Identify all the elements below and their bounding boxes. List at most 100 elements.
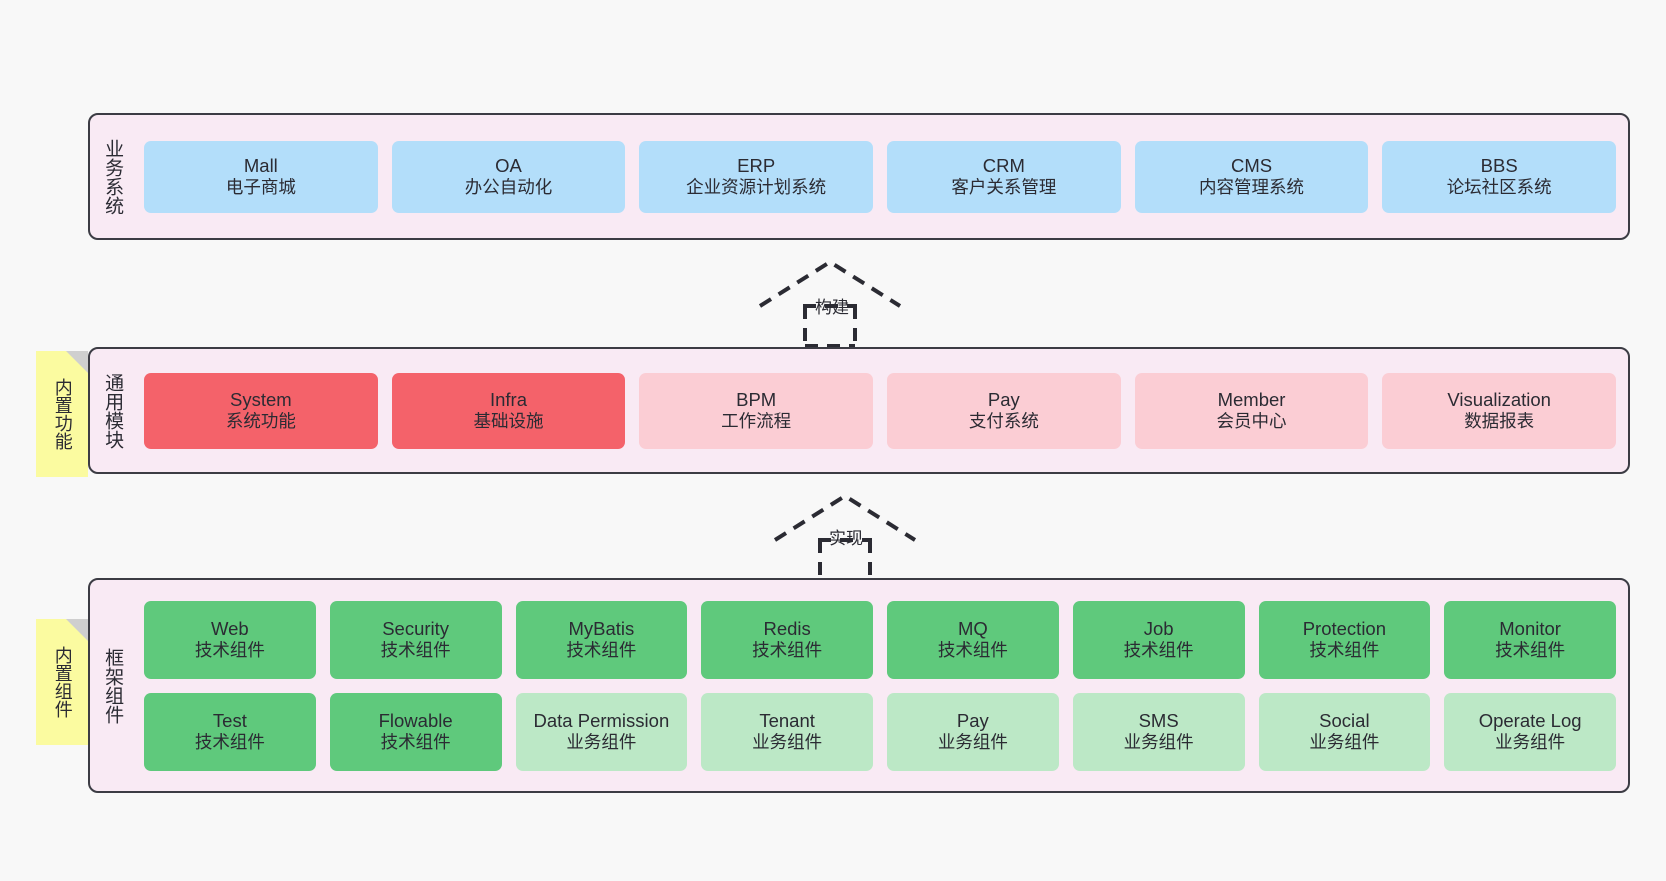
card-security-cn: 技术组件 xyxy=(380,640,451,661)
card-mybatis-en: MyBatis xyxy=(568,617,635,639)
card-mq-cn: 技术组件 xyxy=(937,640,1008,661)
card-mybatis-cn: 技术组件 xyxy=(566,640,637,661)
layer-body-common: System 系统功能 Infra 基础设施 BPM 工作流程 Pay 支付系统… xyxy=(134,349,1628,472)
card-sms-en: SMS xyxy=(1138,709,1179,731)
layer-title-common: 通用模块 xyxy=(102,372,124,449)
card-redis[interactable]: Redis 技术组件 xyxy=(701,600,873,679)
card-oa-en: OA xyxy=(495,154,522,176)
business-card-row: Mall 电子商城 OA 办公自动化 ERP 企业资源计划系统 CRM 客户关系… xyxy=(144,140,1617,213)
card-pay-module[interactable]: Pay 支付系统 xyxy=(887,372,1121,449)
card-bpm[interactable]: BPM 工作流程 xyxy=(639,372,874,449)
card-erp-en: ERP xyxy=(737,154,776,176)
card-data-permission-cn: 业务组件 xyxy=(566,732,637,753)
card-data-permission[interactable]: Data Permission 业务组件 xyxy=(515,692,688,771)
card-data-permission-en: Data Permission xyxy=(533,709,670,731)
card-visualization-en: Visualization xyxy=(1447,388,1551,410)
card-operate-log-cn: 业务组件 xyxy=(1495,732,1566,753)
card-visualization[interactable]: Visualization 数据报表 xyxy=(1382,372,1617,449)
card-web-en: Web xyxy=(211,617,249,639)
layer-title-business: 业务系统 xyxy=(102,138,124,215)
card-member-cn: 会员中心 xyxy=(1216,411,1287,432)
card-social-en: Social xyxy=(1319,709,1370,731)
card-visualization-cn: 数据报表 xyxy=(1464,411,1535,432)
card-infra-cn: 基础设施 xyxy=(473,411,544,432)
card-web-cn: 技术组件 xyxy=(194,640,265,661)
card-oa-cn: 办公自动化 xyxy=(464,177,553,198)
card-tenant-cn: 业务组件 xyxy=(752,732,823,753)
card-pay-component[interactable]: Pay 业务组件 xyxy=(887,692,1059,771)
card-job-cn: 技术组件 xyxy=(1123,640,1194,661)
card-cms[interactable]: CMS 内容管理系统 xyxy=(1134,140,1369,213)
layer-business-systems: 业务系统 Mall 电子商城 OA 办公自动化 ERP 企业资源计划系统 CRM xyxy=(88,113,1630,240)
card-flowable[interactable]: Flowable 技术组件 xyxy=(329,692,502,771)
card-monitor-cn: 技术组件 xyxy=(1495,640,1566,661)
card-pay-module-en: Pay xyxy=(987,388,1020,410)
card-protection-en: Protection xyxy=(1302,617,1387,639)
card-bbs[interactable]: BBS 论坛社区系统 xyxy=(1382,140,1617,213)
card-redis-cn: 技术组件 xyxy=(752,640,823,661)
card-mall[interactable]: Mall 电子商城 xyxy=(144,140,378,213)
card-mall-en: Mall xyxy=(243,154,278,176)
card-erp[interactable]: ERP 企业资源计划系统 xyxy=(639,140,874,213)
card-mall-cn: 电子商城 xyxy=(225,177,296,198)
card-bbs-en: BBS xyxy=(1480,154,1518,176)
card-pay-module-cn: 支付系统 xyxy=(968,411,1039,432)
common-card-row: System 系统功能 Infra 基础设施 BPM 工作流程 Pay 支付系统… xyxy=(144,372,1617,449)
framework-card-row-1: Web 技术组件 Security 技术组件 MyBatis 技术组件 Redi… xyxy=(144,600,1616,679)
card-bbs-cn: 论坛社区系统 xyxy=(1446,177,1552,198)
card-bpm-en: BPM xyxy=(736,388,777,410)
framework-card-row-2: Test 技术组件 Flowable 技术组件 Data Permission … xyxy=(144,692,1616,771)
note-builtin-features-label: 内置功能 xyxy=(52,378,73,450)
card-system-en: System xyxy=(229,388,292,410)
card-flowable-cn: 技术组件 xyxy=(380,732,451,753)
card-mq[interactable]: MQ 技术组件 xyxy=(887,600,1059,679)
card-security[interactable]: Security 技术组件 xyxy=(329,600,502,679)
layer-body-business: Mall 电子商城 OA 办公自动化 ERP 企业资源计划系统 CRM 客户关系… xyxy=(134,115,1628,238)
card-sms-cn: 业务组件 xyxy=(1123,732,1194,753)
card-web[interactable]: Web 技术组件 xyxy=(144,600,316,679)
note-fold-corner-icon xyxy=(66,351,88,373)
note-builtin-components: 内置组件 xyxy=(36,619,88,745)
card-erp-cn: 企业资源计划系统 xyxy=(686,177,827,198)
card-crm-cn: 客户关系管理 xyxy=(951,177,1057,198)
layer-common-modules: 通用模块 System 系统功能 Infra 基础设施 BPM 工作流程 Pay xyxy=(88,347,1630,474)
card-operate-log-en: Operate Log xyxy=(1478,709,1582,731)
arrow-implement-label: 实现 xyxy=(829,529,863,548)
card-pay-component-en: Pay xyxy=(956,709,989,731)
card-member[interactable]: Member 会员中心 xyxy=(1134,372,1369,449)
card-system-cn: 系统功能 xyxy=(225,411,296,432)
card-job-en: Job xyxy=(1143,617,1174,639)
card-test-cn: 技术组件 xyxy=(194,732,265,753)
card-sms[interactable]: SMS 业务组件 xyxy=(1072,692,1245,771)
card-protection-cn: 技术组件 xyxy=(1309,640,1380,661)
note-fold-corner-icon xyxy=(66,619,88,641)
note-builtin-components-label: 内置组件 xyxy=(52,646,73,718)
card-test-en: Test xyxy=(212,709,247,731)
card-member-en: Member xyxy=(1217,388,1286,410)
card-protection[interactable]: Protection 技术组件 xyxy=(1258,600,1431,679)
card-oa[interactable]: OA 办公自动化 xyxy=(391,140,626,213)
card-test[interactable]: Test 技术组件 xyxy=(144,692,316,771)
card-system[interactable]: System 系统功能 xyxy=(144,372,378,449)
card-tenant-en: Tenant xyxy=(759,709,815,731)
card-tenant[interactable]: Tenant 业务组件 xyxy=(701,692,873,771)
card-bpm-cn: 工作流程 xyxy=(721,411,792,432)
layer-body-framework: Web 技术组件 Security 技术组件 MyBatis 技术组件 Redi… xyxy=(134,580,1628,791)
card-monitor-en: Monitor xyxy=(1499,617,1561,639)
card-job[interactable]: Job 技术组件 xyxy=(1072,600,1245,679)
arrow-build-label: 构建 xyxy=(815,298,849,317)
card-operate-log[interactable]: Operate Log 业务组件 xyxy=(1444,692,1616,771)
layer-title-framework: 框架组件 xyxy=(102,647,124,724)
card-cms-en: CMS xyxy=(1230,154,1273,176)
card-infra[interactable]: Infra 基础设施 xyxy=(391,372,626,449)
card-flowable-en: Flowable xyxy=(378,709,453,731)
card-monitor[interactable]: Monitor 技术组件 xyxy=(1444,600,1616,679)
card-mq-en: MQ xyxy=(957,617,988,639)
layer-framework-components: 框架组件 Web 技术组件 Security 技术组件 MyBatis 技术组件… xyxy=(88,578,1630,793)
card-social-cn: 业务组件 xyxy=(1309,732,1380,753)
note-builtin-features: 内置功能 xyxy=(36,351,88,477)
card-crm[interactable]: CRM 客户关系管理 xyxy=(887,140,1121,213)
card-mybatis[interactable]: MyBatis 技术组件 xyxy=(515,600,688,679)
card-social[interactable]: Social 业务组件 xyxy=(1258,692,1431,771)
